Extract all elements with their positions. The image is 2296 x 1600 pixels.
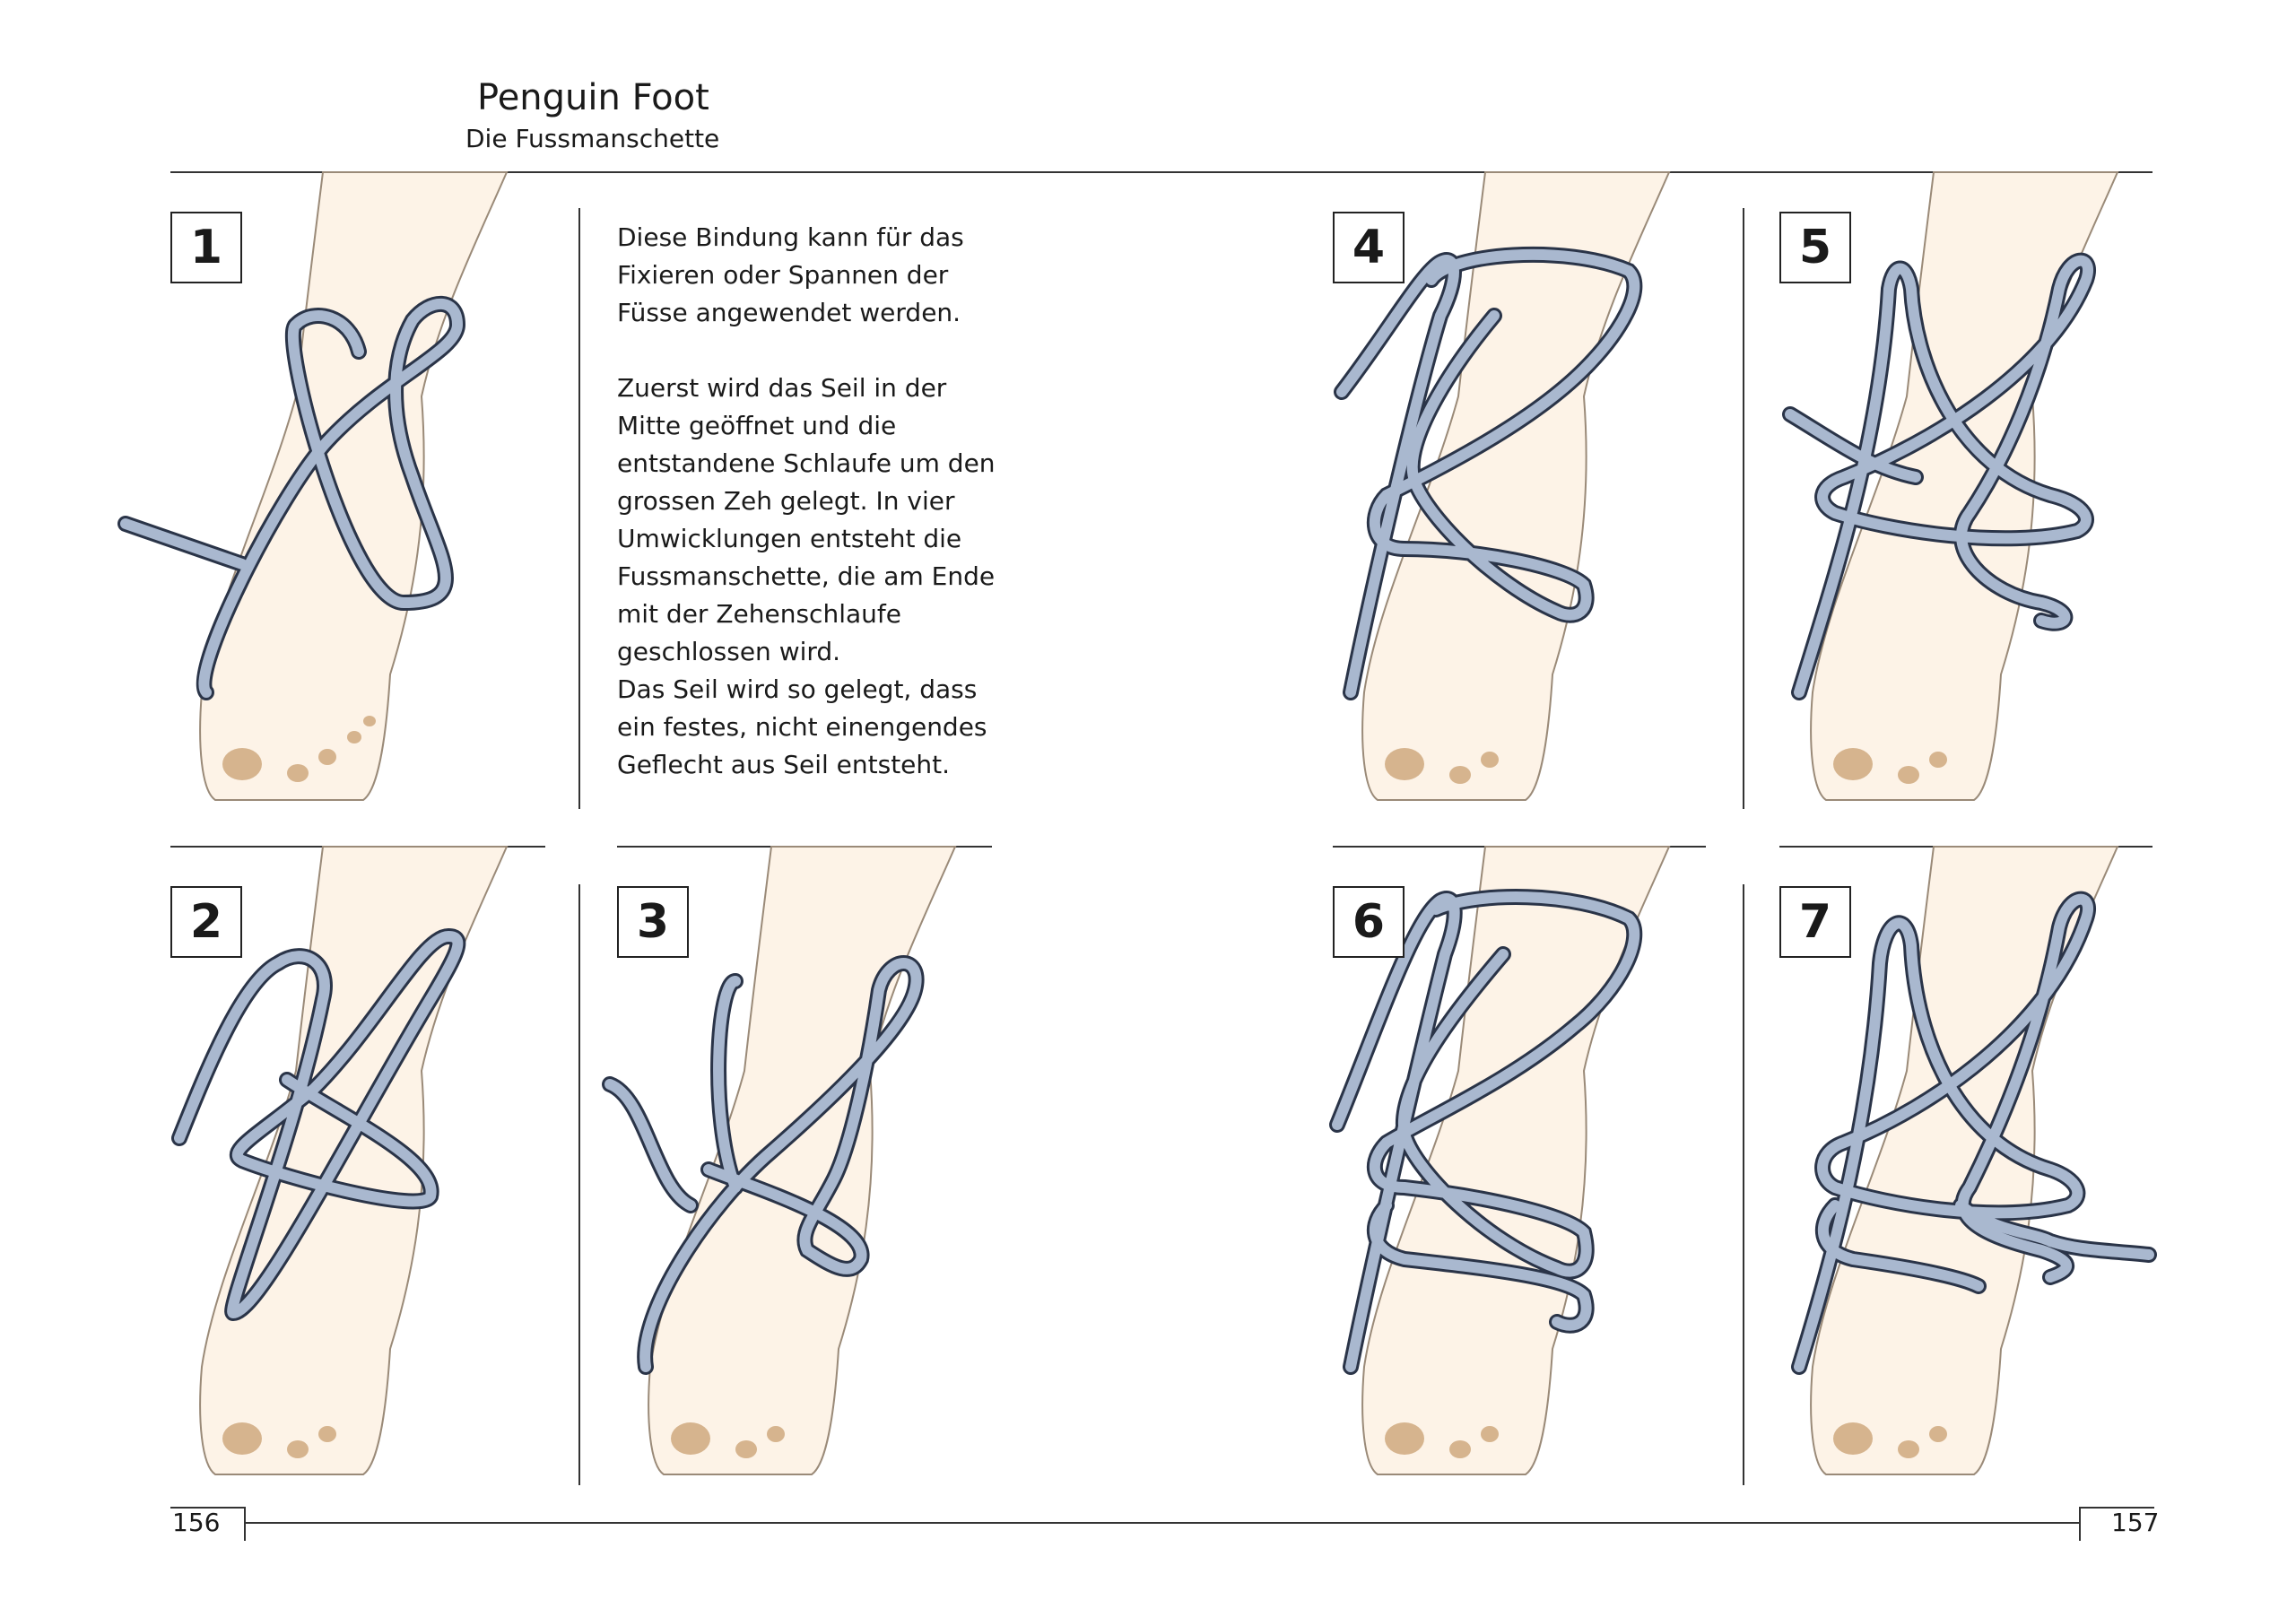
rope [602,955,925,1375]
foot-illustration-step-6 [1329,846,1671,1475]
foot-shape [648,846,957,1475]
foot-illustration-step-2 [171,846,509,1475]
page-number-box-right [2079,1507,2154,1541]
foot-illustration-step-4 [1334,171,1671,801]
page-title: Penguin Foot [477,77,709,118]
page-number-box-left [170,1507,246,1541]
rope [1791,891,2157,1375]
step-number-3: 3 [617,886,689,958]
step-number-2: 2 [170,886,242,958]
column-separator [1743,208,1744,809]
foot-shape [1361,171,1671,801]
rope [1782,252,2096,700]
page-number-left: 156 [172,1508,221,1537]
foot-illustration-step-7 [1791,846,2157,1475]
step-number-1: 1 [170,212,242,283]
page-number-right: 157 [2111,1508,2160,1537]
intro-paragraph-1: Diese Bindung kann für das Fixieren oder… [617,222,964,327]
foot-illustration-step-3 [602,846,957,1475]
page-subtitle: Die Fussmanschette [465,124,720,153]
rope [117,295,466,700]
foot-illustration-step-5 [1782,171,2119,801]
step-number-7: 7 [1779,886,1851,958]
footer-rule [244,1522,2081,1524]
foot-shape [1810,171,2119,801]
rope [171,927,466,1322]
foot-illustration-step-1 [117,171,509,801]
foot-shape [199,171,509,801]
column-separator [578,208,580,809]
intro-paragraph-2: Zuerst wird das Seil in der Mitte geöffn… [617,373,996,666]
intro-paragraph-3: Das Seil wird so gelegt, dass ein festes… [617,674,987,779]
step-number-4: 4 [1333,212,1405,283]
rope [1329,889,1643,1375]
step-number-6: 6 [1333,886,1405,958]
header-rule [170,171,2152,173]
column-separator [578,884,580,1485]
column-separator [1743,884,1744,1485]
rope [1334,246,1643,700]
step-number-5: 5 [1779,212,1851,283]
